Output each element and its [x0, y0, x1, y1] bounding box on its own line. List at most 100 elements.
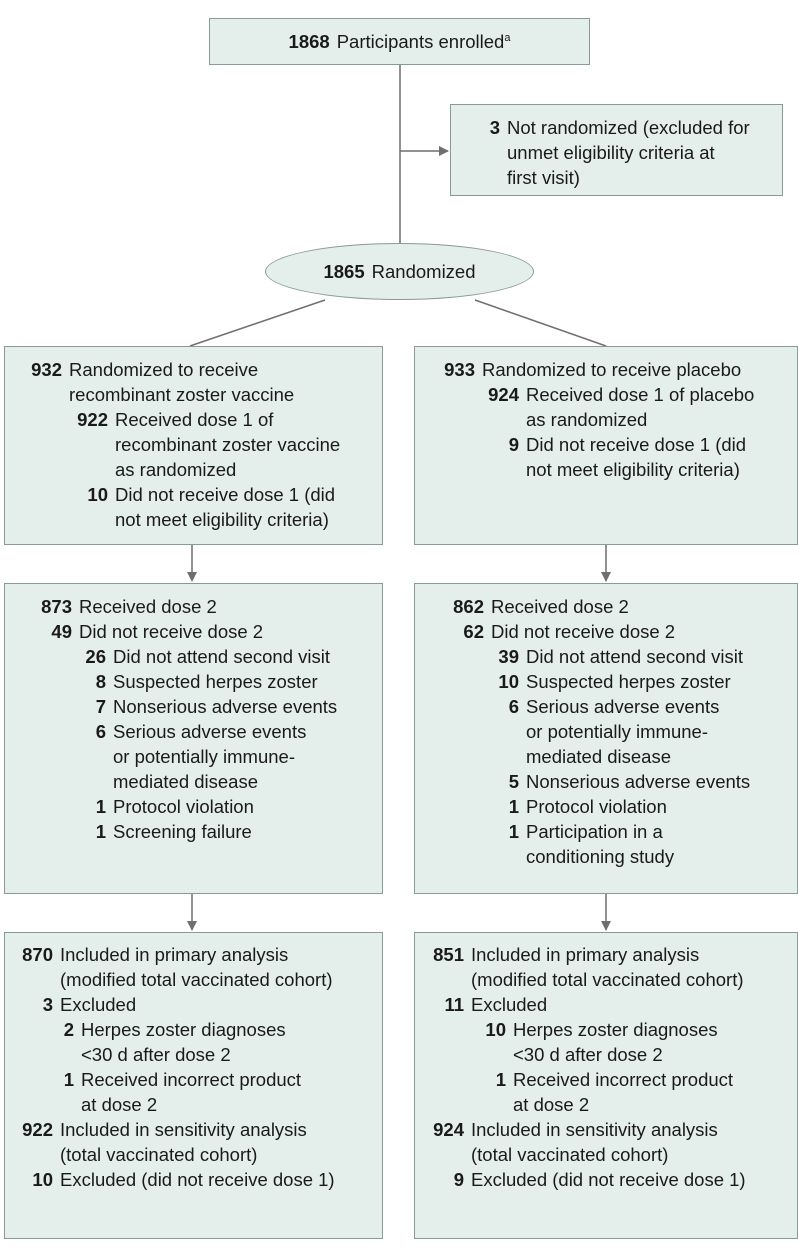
- label: recombinant zoster vaccine: [115, 434, 341, 455]
- count: 851: [433, 944, 464, 965]
- placebo-dose2-row: 862 Received dose 2: [415, 594, 797, 619]
- count: 39: [498, 646, 519, 667]
- count: 922: [77, 409, 108, 430]
- not-randomized-box: 3 Not randomized (excluded for unmet eli…: [450, 104, 783, 196]
- label: Did not attend second visit: [526, 646, 743, 667]
- count: 924: [433, 1119, 464, 1140]
- count: [415, 407, 526, 432]
- label: Received dose 1 of placebo: [526, 384, 755, 405]
- connector-randomized-placebo: [474, 299, 607, 347]
- label: Received dose 1 of: [115, 409, 274, 430]
- label: Received dose 2: [491, 596, 629, 617]
- enrolled-line: 1868 Participants enrolleda: [289, 29, 511, 54]
- vaccine-analysis-row: at dose 2: [5, 1092, 382, 1117]
- label: Protocol violation: [526, 796, 667, 817]
- label: at dose 2: [513, 1094, 590, 1115]
- count: [5, 1092, 81, 1117]
- not-randomized-text-2: unmet eligibility criteria at: [507, 142, 715, 163]
- count: 924: [488, 384, 519, 405]
- vaccine-dose2-row: or potentially immune-: [5, 744, 382, 769]
- label: Included in sensitivity analysis: [471, 1119, 718, 1140]
- placebo-analysis-row: at dose 2: [415, 1092, 797, 1117]
- count: [5, 507, 115, 532]
- count: [5, 744, 113, 769]
- enrolled-box: 1868 Participants enrolleda: [209, 18, 590, 65]
- label: Excluded: [60, 994, 137, 1015]
- vaccine-analysis-row: (modified total vaccinated cohort): [5, 967, 382, 992]
- label: (modified total vaccinated cohort): [60, 969, 333, 990]
- count: [5, 769, 113, 794]
- label: Did not receive dose 1 (did: [115, 484, 336, 505]
- label: Serious adverse events: [113, 721, 307, 742]
- count: 10: [87, 484, 108, 505]
- placebo-dose2-row: 62 Did not receive dose 2: [415, 619, 797, 644]
- count: 6: [95, 721, 106, 742]
- count: 932: [31, 359, 62, 380]
- vaccine-dose2-row: mediated disease: [5, 769, 382, 794]
- count: 873: [41, 596, 72, 617]
- count: 10: [32, 1169, 53, 1190]
- label: Did not receive dose 2: [79, 621, 264, 642]
- count: [415, 967, 471, 992]
- count: 11: [444, 994, 464, 1015]
- label: or potentially immune-: [113, 746, 295, 767]
- vaccine-allocation-row: recombinant zoster vaccine: [5, 382, 382, 407]
- label: (total vaccinated cohort): [60, 1144, 258, 1165]
- vaccine-allocation-row: 10 Did not receive dose 1 (did: [5, 482, 382, 507]
- label: Screening failure: [113, 821, 252, 842]
- label: Did not receive dose 2: [491, 621, 676, 642]
- label: conditioning study: [526, 846, 675, 867]
- count: 1: [495, 1069, 506, 1090]
- count: 62: [463, 621, 484, 642]
- count: [5, 1042, 81, 1067]
- count: 862: [453, 596, 484, 617]
- count: 5: [508, 771, 519, 792]
- label: mediated disease: [526, 746, 672, 767]
- label: Included in sensitivity analysis: [60, 1119, 307, 1140]
- not-randomized-text-3: first visit): [507, 167, 580, 188]
- count: 1: [63, 1069, 74, 1090]
- count: 870: [22, 944, 53, 965]
- label: as randomized: [115, 459, 237, 480]
- label: Received incorrect product: [81, 1069, 302, 1090]
- count: [5, 967, 60, 992]
- count: [415, 1142, 471, 1167]
- label: recombinant zoster vaccine: [69, 384, 295, 405]
- label: Excluded (did not receive dose 1): [471, 1169, 746, 1190]
- label: <30 d after dose 2: [81, 1044, 231, 1065]
- count: 3: [42, 994, 53, 1015]
- label: Received incorrect product: [513, 1069, 734, 1090]
- placebo-analysis-row: 1 Received incorrect product: [415, 1067, 797, 1092]
- count: 933: [444, 359, 475, 380]
- count: 49: [51, 621, 72, 642]
- label: Protocol violation: [113, 796, 254, 817]
- label: Suspected herpes zoster: [113, 671, 318, 692]
- placebo-dose2-row: conditioning study: [415, 844, 797, 869]
- placebo-analysis-row: (total vaccinated cohort): [415, 1142, 797, 1167]
- placebo-allocation-row: as randomized: [415, 407, 797, 432]
- placebo-analysis-row: <30 d after dose 2: [415, 1042, 797, 1067]
- randomized-ellipse: 1865 Randomized: [265, 243, 534, 300]
- placebo-dose2-row: or potentially immune-: [415, 719, 797, 744]
- randomized-label: Randomized: [371, 261, 476, 282]
- count: [415, 844, 526, 869]
- label: Did not attend second visit: [113, 646, 330, 667]
- vaccine-dose2-row: 6 Serious adverse events: [5, 719, 382, 744]
